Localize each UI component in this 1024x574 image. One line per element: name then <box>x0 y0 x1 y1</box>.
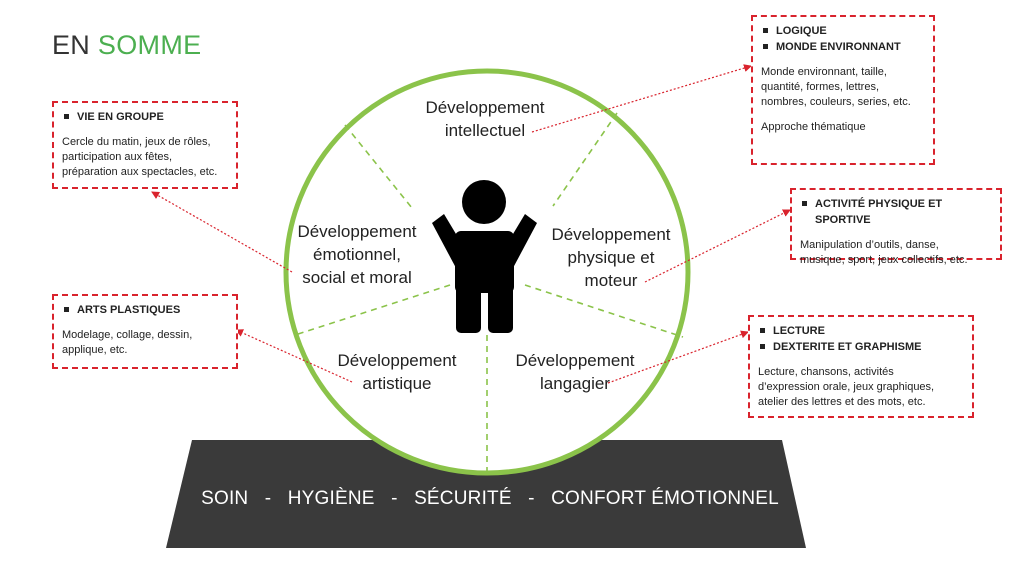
label-line: Développement <box>425 98 545 117</box>
divider-lower-right <box>524 284 684 338</box>
platform-label: SOIN - HYGIÈNE - SÉCURITÉ - CONFORT ÉMOT… <box>201 488 779 509</box>
box-text: d’expression orale, jeux graphiques, <box>758 381 935 393</box>
box-text: atelier des lettres et des mots, etc. <box>758 396 926 408</box>
box-vie-en-groupe: VIE EN GROUPE Cercle du matin, jeux de r… <box>52 101 238 189</box>
label-line: Développement <box>551 225 671 244</box>
box-text: quantité, formes, lettres, <box>761 81 879 93</box>
label-line: physique et <box>567 248 655 267</box>
arrow-lecture <box>607 330 749 384</box>
label-line: moteur <box>584 271 638 290</box>
label-line: social et moral <box>302 268 412 287</box>
box-logique: LOGIQUE MONDE ENVIRONNANT Monde environn… <box>751 15 935 165</box>
label-line: artistique <box>362 374 432 393</box>
label-langagier: Développement langagier <box>494 349 656 395</box>
page-title: EN SOMME <box>52 30 201 61</box>
box-text: préparation aux spectacles, etc. <box>62 166 218 178</box>
box-text: Lecture, chansons, activités <box>758 366 894 378</box>
label-emotionnel: Développement émotionnel, social et mora… <box>276 220 438 289</box>
label-line: émotionnel, <box>313 245 401 264</box>
title-accent: SOMME <box>97 30 202 60</box>
base-platform <box>166 440 806 548</box>
label-intellectuel: Développement intellectuel <box>405 96 565 142</box>
box-arts-plastiques: ARTS PLASTIQUES Modelage, collage, dessi… <box>52 294 238 369</box>
box-heading: MONDE ENVIRONNANT <box>761 39 925 55</box>
label-line: intellectuel <box>444 121 526 140</box>
box-text: nombres, couleurs, series, etc. <box>761 96 911 108</box>
box-heading: LOGIQUE <box>761 23 925 39</box>
box-heading: DEXTERITE ET GRAPHISME <box>758 339 964 355</box>
box-heading: VIE EN GROUPE <box>62 109 228 125</box>
label-line: Développement <box>515 351 635 370</box>
label-line: Développement <box>297 222 417 241</box>
arrow-arts <box>235 329 353 383</box>
divider-lower-left <box>294 284 451 336</box>
arrow-vie-groupe <box>151 191 293 273</box>
child-figure-icon <box>432 180 537 333</box>
box-activite-physique: ACTIVITÉ PHYSIQUE ET SPORTIVE Manipulati… <box>790 188 1002 266</box>
box-text: Approche thématique <box>761 121 866 133</box>
box-lecture: LECTURE DEXTERITE ET GRAPHISME Lecture, … <box>748 315 974 418</box>
arrow-activite <box>644 209 791 283</box>
label-artistique: Développement artistique <box>316 349 478 395</box>
box-text: musique, sport, jeux collectifs, etc. <box>800 254 968 266</box>
box-text: Monde environnant, taille, <box>761 66 887 78</box>
box-heading: ARTS PLASTIQUES <box>62 302 228 318</box>
divider-upper-right <box>552 112 618 207</box>
box-text: Manipulation d’outils, danse, <box>800 239 939 251</box>
box-text: participation aux fêtes, <box>62 151 173 163</box>
sector-dividers <box>294 112 684 472</box>
box-text: Modelage, collage, dessin, <box>62 329 193 341</box>
label-line: Développement <box>337 351 457 370</box>
box-text: applique, etc. <box>62 344 128 356</box>
box-heading: ACTIVITÉ PHYSIQUE ET SPORTIVE <box>800 196 992 228</box>
box-text: Cercle du matin, jeux de rôles, <box>62 136 211 148</box>
label-line: langagier <box>540 374 610 393</box>
title-prefix: EN <box>52 30 91 60</box>
label-physique: Développement physique et moteur <box>530 223 692 292</box>
divider-upper-left <box>344 124 413 209</box>
box-heading: LECTURE <box>758 323 964 339</box>
